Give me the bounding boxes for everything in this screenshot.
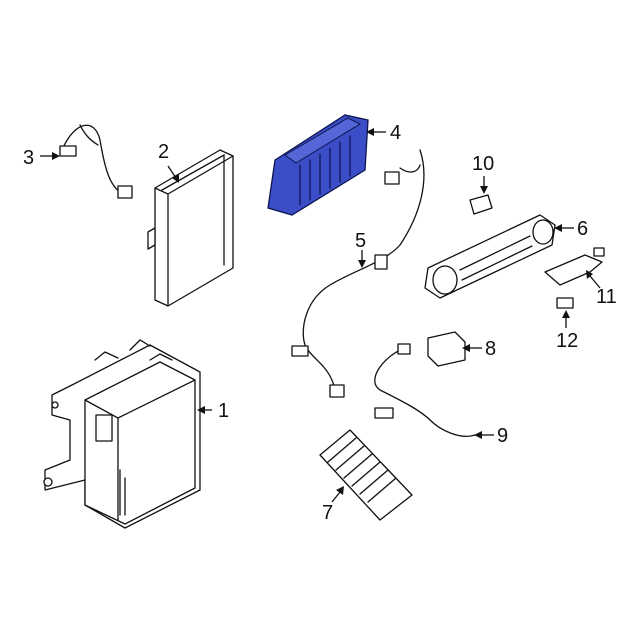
- part-2-display[interactable]: [147, 149, 234, 307]
- callout-3: 3: [23, 147, 34, 169]
- part-10-knob[interactable]: [469, 194, 493, 215]
- part-6-control-panel[interactable]: [424, 214, 556, 299]
- part-12-clip[interactable]: [556, 297, 574, 309]
- callout-8: 8: [485, 338, 496, 360]
- callout-1: 1: [218, 400, 229, 422]
- callout-2: 2: [158, 141, 169, 163]
- callout-11: 11: [596, 286, 617, 308]
- callout-6: 6: [577, 218, 588, 240]
- callout-9: 9: [497, 425, 508, 447]
- part-9-harness[interactable]: [374, 343, 476, 437]
- part-5-harness[interactable]: [291, 149, 425, 398]
- callout-5: 5: [355, 230, 366, 252]
- callout-4: 4: [390, 122, 401, 144]
- leader-lines: [40, 128, 601, 503]
- callout-7: 7: [322, 502, 333, 524]
- callout-10: 10: [472, 153, 494, 175]
- callout-12: 12: [556, 330, 578, 352]
- part-3-harness[interactable]: [59, 124, 133, 199]
- part-1-module-bracket[interactable]: [43, 339, 201, 529]
- part-4-amplifier-highlighted[interactable]: [267, 114, 369, 216]
- part-11-bracket[interactable]: [544, 247, 605, 286]
- part-8-switch[interactable]: [427, 331, 466, 367]
- part-7-grille[interactable]: [319, 429, 413, 521]
